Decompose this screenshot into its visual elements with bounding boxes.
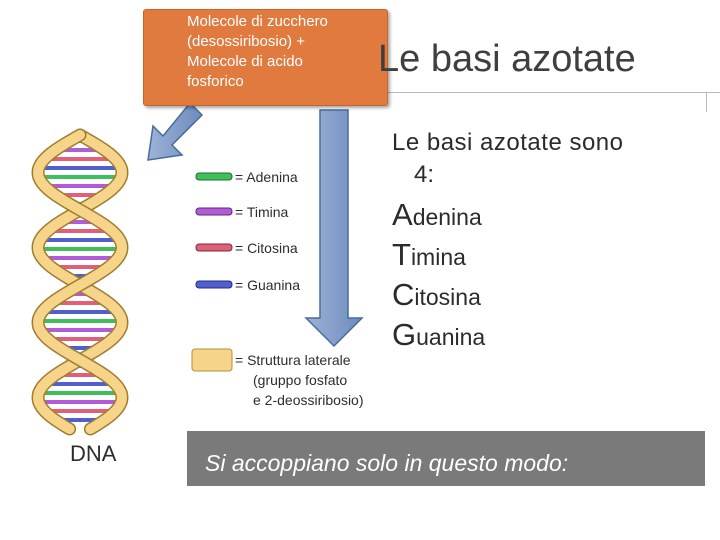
slide-frame-line xyxy=(706,92,707,112)
pairing-banner: Si accoppiano solo in questo modo: xyxy=(187,431,705,486)
legend-swatch-timina xyxy=(195,207,233,216)
backbone-strand xyxy=(33,130,127,434)
base-rest: itosina xyxy=(414,284,481,310)
base-guanina: Guanina xyxy=(392,316,692,356)
legend-label-timina: = Timina xyxy=(235,204,289,220)
legend-swatch-adenina xyxy=(195,172,233,181)
base-adenina: Adenina xyxy=(392,196,692,236)
arrow-to-backbone xyxy=(147,101,204,161)
legend-swatch-guanina xyxy=(195,280,233,289)
base-initial: T xyxy=(392,237,411,272)
legend-label-backbone: = Struttura laterale xyxy=(235,352,351,368)
base-timina: Timina xyxy=(392,236,692,276)
base-initial: C xyxy=(392,277,415,312)
base-initial: A xyxy=(392,197,413,232)
callout-box: Molecole di zucchero (desossiribosio) + … xyxy=(143,9,388,106)
slide-frame-line xyxy=(388,92,720,93)
callout-line: Molecole di acido xyxy=(187,53,303,70)
dna-helix xyxy=(31,128,129,436)
intro-text: 4: xyxy=(414,161,435,188)
arrow-down xyxy=(304,109,364,348)
base-rest: uanina xyxy=(416,324,486,350)
legend-label-backbone: e 2-deossiribosio) xyxy=(253,392,364,408)
legend-swatch-citosina xyxy=(195,243,233,252)
callout-line: Molecole di zucchero xyxy=(187,13,328,30)
callout-line: (desossiribosio) + xyxy=(187,33,305,50)
base-initial: G xyxy=(392,317,417,352)
base-citosina: Citosina xyxy=(392,276,692,316)
base-rest: denina xyxy=(412,204,482,230)
intro-text: Le basi azotate sono xyxy=(392,129,624,156)
page-title: Le basi azotate xyxy=(378,38,636,80)
dna-label: DNA xyxy=(70,441,117,466)
legend-swatch-backbone xyxy=(191,348,233,372)
base-rest: imina xyxy=(410,244,466,270)
callout-line: fosforico xyxy=(187,73,244,90)
legend-label-citosina: = Citosina xyxy=(235,240,298,256)
legend-label-adenina: = Adenina xyxy=(235,169,298,185)
legend: = Adenina = Timina = Citosina = Guanina … xyxy=(191,169,364,408)
bullet-list: Le basi azotate sono 4: Adenina Timina C… xyxy=(392,126,692,356)
legend-label-guanina: = Guanina xyxy=(235,277,300,293)
legend-label-backbone: (gruppo fosfato xyxy=(253,372,347,388)
